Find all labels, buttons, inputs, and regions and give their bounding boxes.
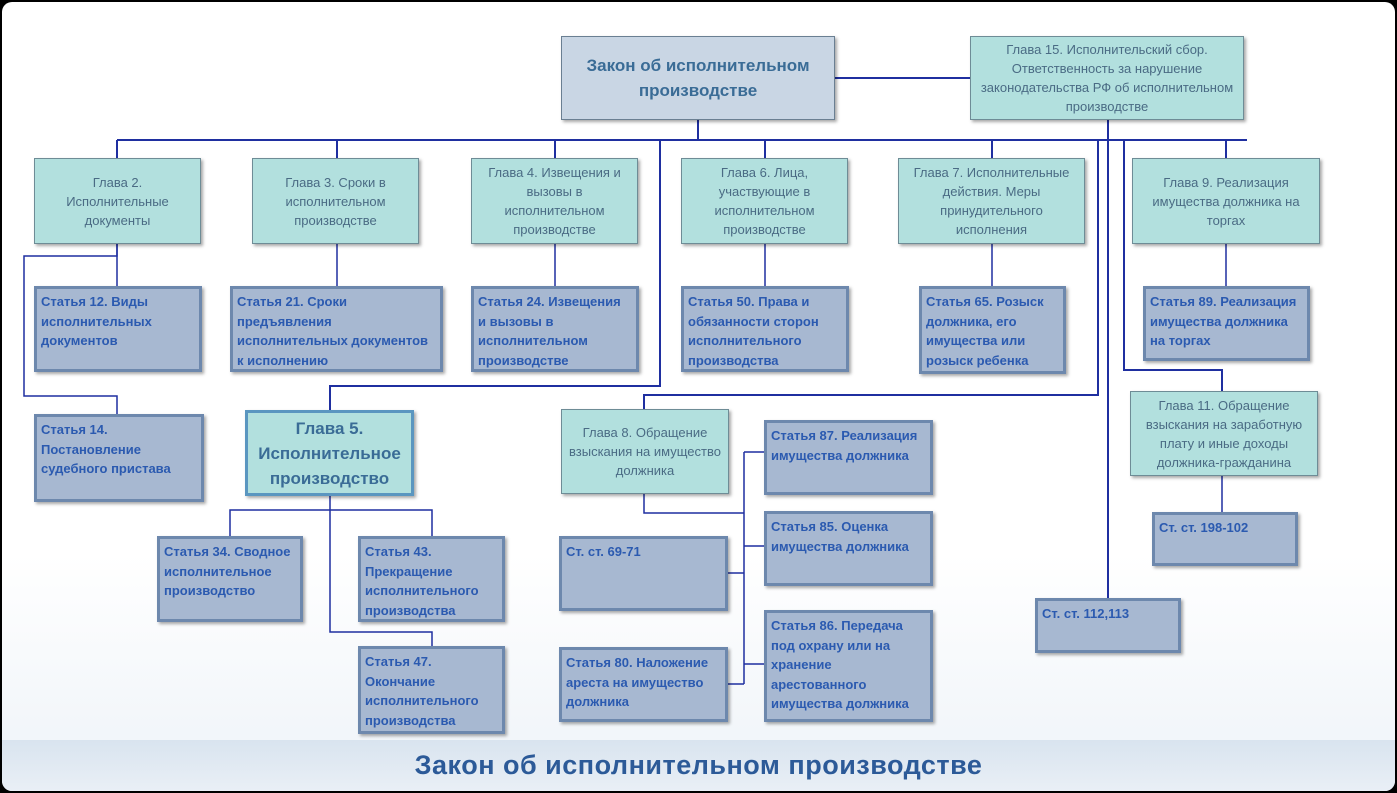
articles-198-102-box: Ст. ст. 198-102 [1152, 512, 1298, 566]
article-89-box: Статья 89. Реализация имущества должника… [1143, 286, 1310, 361]
article-86-box: Статья 86. Передача под охрану или на хр… [764, 610, 933, 722]
footer-bar: Закон об исполнительном производстве [2, 740, 1395, 791]
articles-112-113-box: Ст. ст. 112,113 [1035, 598, 1181, 653]
article-87-box: Статья 87. Реализация имущества должника [764, 420, 933, 495]
article-43-box: Статья 43. Прекращение исполнительного п… [358, 536, 505, 622]
article-80-box: Статья 80. Наложение ареста на имущество… [559, 647, 728, 722]
article-85-box: Статья 85. Оценка имущества должника [764, 511, 933, 586]
article-50-box: Статья 50. Права и обязанности сторон ис… [681, 286, 849, 372]
chapter-5-box: Глава 5. Исполнительное производство [245, 410, 414, 496]
articles-69-71-box: Ст. ст. 69-71 [559, 536, 728, 611]
chapter-3-box: Глава 3. Сроки в исполнительном производ… [252, 158, 419, 244]
article-65-box: Статья 65. Розыск должника, его имуществ… [919, 286, 1066, 374]
root-law-title: Закон об исполнительном производстве [561, 36, 835, 120]
chapter-9-box: Глава 9. Реализация имущества должника н… [1132, 158, 1320, 244]
chapter-7-box: Глава 7. Исполнительные действия. Меры п… [898, 158, 1085, 244]
chapter-4-box: Глава 4. Извещения и вызовы в исполнител… [471, 158, 638, 244]
chapter-8-box: Глава 8. Обращение взыскания на имуществ… [561, 409, 729, 494]
chapter-2-box: Глава 2. Исполнительные документы [34, 158, 201, 244]
article-14-box: Статья 14. Постановление судебного прист… [34, 414, 204, 502]
chapter-6-box: Глава 6. Лица, участвующие в исполнитель… [681, 158, 848, 244]
article-12-box: Статья 12. Виды исполнительных документо… [34, 286, 202, 372]
chapter-15-box: Глава 15. Исполнительский сбор. Ответств… [970, 36, 1244, 120]
article-21-box: Статья 21. Сроки предъявления исполнител… [230, 286, 443, 372]
chapter-11-box: Глава 11. Обращение взыскания на заработ… [1130, 391, 1318, 476]
footer-title: Закон об исполнительном производстве [414, 750, 983, 780]
article-47-box: Статья 47. Окончание исполнительного про… [358, 646, 505, 734]
article-24-box: Статья 24. Извещения и вызовы в исполнит… [471, 286, 639, 372]
article-34-box: Статья 34. Сводное исполнительное произв… [157, 536, 303, 622]
